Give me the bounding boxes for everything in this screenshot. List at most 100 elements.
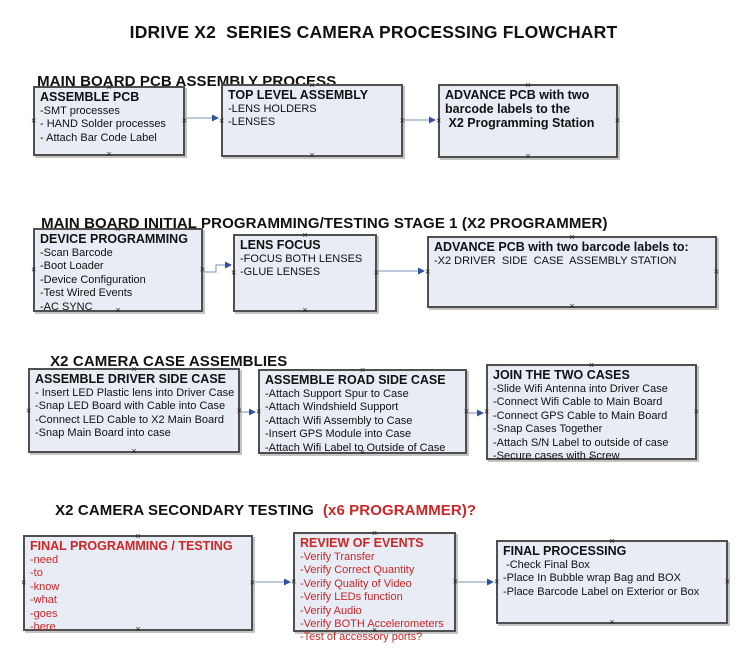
connection-point-icon: × [26,405,32,415]
connection-point-icon: × [693,406,699,417]
connection-point-icon: × [256,406,262,416]
box-line: -Boot Loader [40,260,104,273]
box-title: TOP LEVEL ASSEMBLY [228,88,369,102]
box-join-the-two-cases: JOIN THE TWO CASES -Slide Wifi Antenna i… [484,361,699,463]
box-title: ASSEMBLE DRIVER SIDE CASE [35,372,227,386]
box-title: JOIN THE TWO CASES [493,368,630,382]
box-line: -LENS HOLDERS [228,103,317,115]
section-heading-text: MAIN BOARD INITIAL PROGRAMMING/TESTING S… [41,215,608,232]
box-advance-pcb-driver-side: ADVANCE PCB with two barcode labels to: … [425,233,719,311]
connection-point-icon: × [609,617,615,627]
box-line: -SMT processes [40,105,120,117]
box-final-processing: FINAL PROCESSING -Check Final Box-Place … [494,537,730,627]
box-title: REVIEW OF EVENTS [300,536,424,550]
connection-point-icon: × [373,267,379,278]
box-lines: -Attach Support Spur to Case-Attach Wind… [265,388,462,455]
connection-point-icon: × [291,576,297,587]
box-line: -know [30,580,60,593]
box-line: -Check Final Box [503,559,590,571]
box-lines: -Scan Barcode-Boot Loader-Device Configu… [40,247,198,314]
box-top-level-assembly: TOP LEVEL ASSEMBLY -LENS HOLDERS-LENSES … [219,81,405,160]
box-line: -Attach Wifi Assembly to Case [265,414,413,427]
box-line: -Insert GPS Module into Case [265,428,412,441]
box-line: -Verify Audio [300,604,362,617]
connection-point-icon: × [249,577,255,588]
arrow-final-programming-to-review [255,578,291,586]
box-device-programming: DEVICE PROGRAMMING -Scan Barcode-Boot Lo… [31,225,205,315]
box-line: -Snap Cases Together [493,423,603,436]
box-title: DEVICE PROGRAMMING [40,232,188,246]
box-line: -Connect Wifi Cable to Main Board [493,396,663,409]
connection-point-icon: × [106,149,112,159]
connection-point-icon: × [484,406,490,417]
box-line: -Attach Support Spur to Case [265,388,409,400]
connection-point-icon: × [181,115,187,126]
box-line: -to [30,567,43,580]
box-lines: - Insert LED Plastic lens into Driver Ca… [35,387,235,441]
arrow-driver-side-to-road-side [242,408,256,416]
connection-point-icon: × [724,576,730,587]
box-line: -Device Configuration [40,273,146,286]
connection-point-icon: × [436,115,442,126]
box-line: - Attach Bar Code Label [40,131,157,144]
box-line: -Snap Main Board into case [35,427,171,440]
box-line: - Insert LED Plastic lens into Driver Ca… [35,387,235,399]
box-line: -Place In Bubble wrap Bag and BOX [503,572,681,585]
section-heading-suffix: (x6 PROGRAMMER)? [322,502,477,519]
box-title: ASSEMBLE ROAD SIDE CASE [265,373,446,387]
box-line: -Verify Quality of Video [300,577,412,590]
connection-point-icon: × [494,576,500,587]
box-line: -Test Wired Events [40,287,133,300]
section-heading-text: X2 CAMERA CASE ASSEMBLIES [50,353,288,370]
connection-point-icon: × [219,115,225,125]
arrow-top-level-to-advance-pcb [405,116,436,124]
connection-point-icon: × [713,266,719,277]
box-review-of-events: REVIEW OF EVENTS -Verify Transfer-Verify… [291,529,458,644]
box-lines: -X2 DRIVER SIDE CASE ASSEMBLY STATION [434,255,712,268]
connection-point-icon: × [399,115,405,125]
connection-point-icon: × [463,406,469,416]
box-line: -Secure cases with Screw [493,450,620,463]
section-heading-text: X2 CAMERA SECONDARY TESTING [55,502,314,519]
box-line: -Connect GPS Cable to Main Board [493,409,668,422]
connection-point-icon: × [231,267,237,278]
connection-point-icon: × [614,115,620,126]
box-lines: -LENS HOLDERS-LENSES [228,103,398,130]
box-line: -Scan Barcode [40,247,113,259]
connection-point-icon: × [236,405,242,415]
box-advance-pcb-programming-station: ADVANCE PCB with two barcode labels to t… [436,81,620,161]
page-title: IDRIVE X2 SERIES CAMERA PROCESSING FLOWC… [129,22,618,42]
box-line: - HAND Solder processes [40,118,166,131]
connection-point-icon: × [31,264,37,275]
box-line: -Slide Wifi Antenna into Driver Case [493,383,668,395]
arrow-review-to-final-processing [458,578,494,586]
box-line: -what [30,594,57,607]
connection-point-icon: × [452,576,458,587]
box-line: -Attach Windshield Support [265,401,399,414]
box-line: -FOCUS BOTH LENSES [240,253,363,265]
box-line: -Attach Wifi Label to Outside of Case [265,441,446,454]
box-title: LENS FOCUS [240,238,321,252]
section-heading-case-assemblies: X2 CAMERA CASE ASSEMBLIES [33,336,287,387]
box-lines: -Check Final Box-Place In Bubble wrap Ba… [503,559,723,599]
box-lines: -need-to-know-what-goes-here [30,554,248,634]
section-heading-secondary-testing: X2 CAMERA SECONDARY TESTING (x6 PROGRAMME… [38,485,476,536]
box-assemble-road-side-case: ASSEMBLE ROAD SIDE CASE -Attach Support … [256,366,469,457]
arrow-assemble-pcb-to-top-level [187,114,219,122]
box-title: ASSEMBLE PCB [40,90,140,104]
box-title: FINAL PROGRAMMING / TESTING [30,539,233,553]
connection-point-icon: × [199,264,205,275]
box-title: ADVANCE PCB with two barcode labels to t… [445,88,595,130]
box-line: -Verify Transfer [300,551,375,563]
box-line: -Verify BOTH Accelerometers [300,618,444,631]
connection-point-icon: × [302,305,308,315]
box-line: -goes [30,607,58,620]
box-lines: -Verify Transfer-Verify Correct Quantity… [300,551,451,645]
box-line: -LENSES [228,116,276,129]
connection-point-icon: × [131,446,137,456]
box-line: -Verify LEDs function [300,591,403,604]
box-line: -Place Barcode Label on Exterior or Box [503,585,700,598]
box-line: -Snap LED Board with Cable into Case [35,400,226,413]
box-line: -X2 DRIVER SIDE CASE ASSEMBLY STATION [434,255,677,267]
